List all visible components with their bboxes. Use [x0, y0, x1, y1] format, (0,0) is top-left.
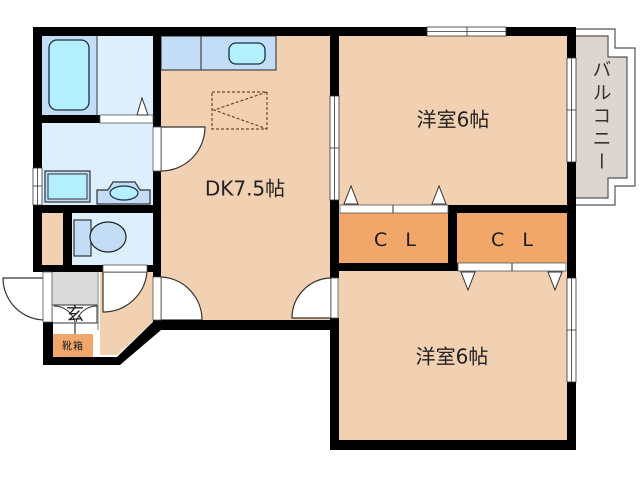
bath-door-strip	[99, 96, 154, 124]
toilet-icon	[73, 219, 127, 257]
closet-left-floor	[338, 213, 448, 263]
washing-machine-icon	[44, 170, 91, 203]
kitchen-sink-icon	[228, 42, 266, 65]
window-top	[426, 26, 507, 37]
window-dk	[329, 95, 340, 201]
closet-right-label: C L	[491, 229, 539, 251]
entrance-step-icon	[53, 305, 98, 323]
kitchen-counter	[160, 35, 277, 71]
western-room-lower-floor	[338, 271, 567, 440]
window-balcony	[566, 57, 577, 163]
entrance-label: 玄	[66, 304, 84, 325]
western-room-upper-floor	[338, 36, 567, 205]
closet-left-door	[339, 184, 449, 214]
bathtub-icon	[48, 39, 90, 111]
refrigerator-space-icon	[211, 91, 268, 130]
washbasin-icon	[96, 181, 151, 205]
front-door-icon	[2, 277, 46, 321]
door-dk-hall-icon	[160, 276, 203, 321]
shoe-cabinet	[53, 334, 93, 357]
door-toilet-icon	[102, 271, 148, 313]
window-lower-room	[566, 277, 577, 383]
dk-floor	[161, 36, 330, 320]
window-washroom	[32, 167, 43, 206]
closet-left-label: C L	[374, 229, 422, 251]
door-room-lower-icon	[291, 277, 332, 319]
storage-floor	[42, 213, 63, 265]
entrance-floor	[52, 272, 97, 305]
closet-right-door	[457, 262, 567, 292]
balcony-label: バルコニー	[589, 59, 612, 175]
balcony	[574, 28, 636, 206]
dk-label: DK7.5帖	[204, 176, 286, 201]
closet-right-floor	[457, 213, 567, 263]
western-room-upper-label: 洋室6帖	[416, 107, 490, 132]
door-washroom-icon	[160, 126, 206, 172]
bath-anteroom-floor	[97, 36, 153, 115]
shoe-cabinet-label: 靴箱	[62, 341, 84, 353]
western-room-lower-label: 洋室6帖	[415, 344, 489, 369]
walls	[33, 27, 576, 450]
